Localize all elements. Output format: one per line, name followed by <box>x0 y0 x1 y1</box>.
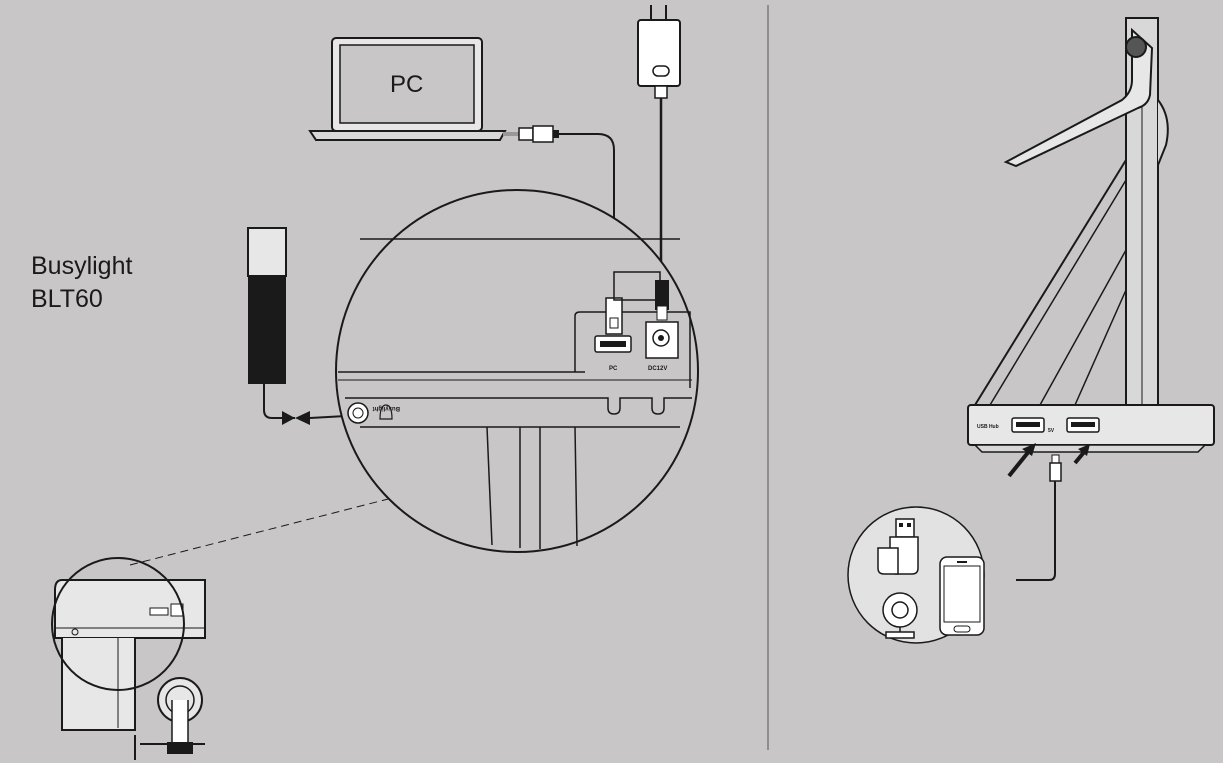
magnified-port-view <box>335 189 699 553</box>
busylight-label-line1: Busylight <box>31 252 132 280</box>
usb-hub-label: USB Hub <box>977 424 999 430</box>
usb-plug-icon <box>503 125 559 143</box>
phone-side-view-icon <box>967 17 1215 453</box>
usb-plug-icon <box>1049 454 1062 482</box>
pc-label: PC <box>390 71 423 98</box>
five-v-label: 5V <box>1048 428 1055 434</box>
arrow-icon <box>1007 443 1090 478</box>
usb-cable <box>1016 481 1056 581</box>
busylight-label-line2: BLT60 <box>31 285 103 313</box>
webcam-icon <box>882 592 918 639</box>
zoom-source-circle <box>51 557 185 691</box>
phone-base-icon <box>54 579 206 760</box>
busylight-port-label: Busylight <box>373 405 400 411</box>
mobile-phone-icon <box>939 556 985 636</box>
usb-flash-drive-icon <box>877 518 919 575</box>
zoom-leader-line <box>129 497 393 566</box>
pc-port-label: PC <box>609 366 618 372</box>
usb-cable <box>559 133 615 302</box>
laptop-icon <box>308 37 507 141</box>
dc-port-label: DC12V <box>648 366 667 372</box>
power-adapter-icon <box>637 5 681 99</box>
busylight-icon <box>247 227 347 425</box>
